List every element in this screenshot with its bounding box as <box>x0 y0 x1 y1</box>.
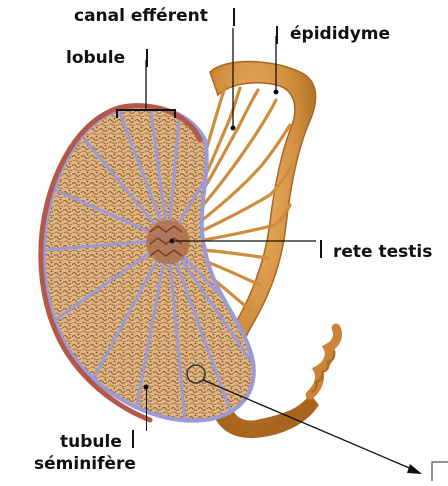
canal-efferent-dot <box>231 126 236 131</box>
label-lobule: lobule <box>66 48 125 68</box>
label-epididyme: épididyme <box>290 24 390 44</box>
tick-epididyme <box>276 26 278 44</box>
epididyme-dot <box>274 90 279 95</box>
rete-testis-dot <box>170 239 175 244</box>
tick-canal-efferent <box>233 8 235 26</box>
label-seminifere: séminifère <box>34 454 136 474</box>
epididymis-tail <box>310 328 338 395</box>
label-canal-efferent: canal efférent <box>74 6 208 26</box>
tick-rete-testis <box>320 240 322 258</box>
tick-lobule <box>146 49 148 67</box>
label-rete-testis: rete testis <box>333 242 432 262</box>
zoom-box-corner <box>432 462 448 481</box>
rete-testis-mesh <box>146 220 190 264</box>
tick-tubule <box>132 430 134 448</box>
tubule-leader <box>146 387 147 431</box>
label-tubule: tubule <box>60 432 122 452</box>
